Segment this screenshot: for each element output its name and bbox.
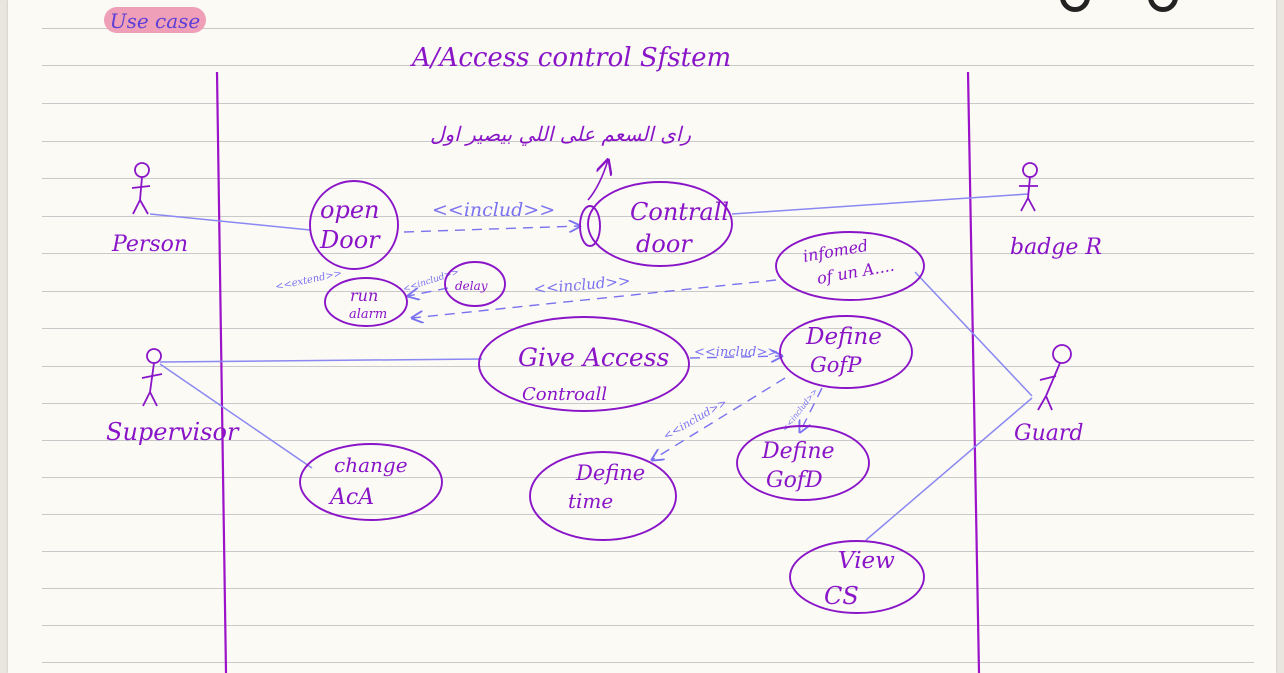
include-open-control-label: <<includ>> (432, 199, 555, 221)
ruled-line (42, 178, 1254, 179)
person-actor-icon (131, 162, 151, 215)
view-cs-line2: CS (824, 582, 859, 610)
use-case-define-time (529, 451, 677, 541)
use-case-informed (775, 231, 925, 301)
include-give-gofp-label: <<includ>> (694, 345, 778, 360)
delay-label: delay (455, 279, 488, 293)
use-case-change-aca (299, 443, 443, 521)
note-arrow (587, 160, 608, 201)
ruled-line (42, 103, 1254, 104)
include-gofd-line (800, 387, 823, 432)
extend-run-alarm-label: <<extend>> (274, 268, 343, 293)
assoc-supervisor-give-access (159, 358, 483, 363)
supervisor-actor-icon (141, 348, 163, 407)
run-alarm-line1: run (350, 286, 378, 305)
ruled-line (42, 216, 1254, 217)
ruled-line (42, 477, 1254, 478)
ruled-line (42, 440, 1254, 441)
assoc-person-open-door (149, 213, 311, 231)
actor-badge-label: badge R (1010, 235, 1102, 260)
actor-person-label: Person (111, 232, 188, 257)
notebook-page: Use case (8, 0, 1276, 673)
give-access-line2: Controall (522, 384, 607, 405)
ruled-line (42, 291, 1254, 292)
control-door-line2: door (636, 230, 693, 258)
system-boundary-right (966, 71, 981, 673)
include-circle-mark (579, 205, 601, 247)
include-open-control-line (403, 226, 580, 233)
define-gofp-line1: Define (805, 324, 882, 350)
use-case-give-access (478, 316, 690, 412)
use-case-view-cs (789, 540, 925, 614)
change-aca-line2: AcA (328, 485, 374, 510)
arabic-note: راى السعم على اللي بيصير اول (430, 122, 691, 146)
ruled-line (42, 28, 1254, 29)
include-give-gofp-line (689, 356, 782, 358)
use-case-delay (444, 261, 506, 307)
assoc-control-door-badge (731, 193, 1029, 215)
open-door-line2: Door (319, 226, 381, 254)
ruled-line (42, 588, 1254, 589)
assoc-supervisor-change-aca (159, 363, 313, 469)
change-aca-line1: change (334, 453, 408, 477)
define-gofp-line2: GofP (810, 353, 862, 377)
ruled-line (42, 403, 1254, 404)
include-delay-line (408, 287, 449, 296)
include-informed-line (412, 279, 777, 318)
define-gofd-line2: GofD (766, 468, 823, 493)
badge-actor-icon (1019, 162, 1038, 212)
ruled-line (42, 514, 1254, 515)
open-door-line1: open (320, 196, 379, 224)
ruled-line (42, 253, 1254, 254)
include-informed-label: <<includ>> (533, 272, 631, 298)
actor-supervisor-label: Supervisor (106, 418, 240, 446)
system-boundary-left (215, 71, 228, 673)
view-cs-line1: View (838, 548, 895, 574)
ruled-line (42, 328, 1254, 329)
actor-guard-label: Guard (1014, 421, 1083, 446)
ruled-line (42, 662, 1254, 663)
ruled-line (42, 366, 1254, 367)
define-time-line1: Define (575, 461, 645, 485)
use-case-control-door (587, 181, 733, 267)
ruled-line (42, 625, 1254, 626)
assoc-informed-guard (914, 271, 1033, 397)
ruled-line (42, 65, 1254, 66)
use-case-define-gofp (779, 315, 913, 389)
ruled-line (42, 551, 1254, 552)
use-case-open-door (309, 180, 399, 270)
use-case-define-gofd (736, 425, 870, 501)
run-alarm-line2: alarm (349, 307, 387, 322)
use-case-tag[interactable]: Use case (104, 7, 206, 33)
control-door-line1: Contrall (630, 198, 729, 226)
include-time-line (652, 377, 786, 460)
ruled-line (42, 141, 1254, 142)
assoc-view-cs-guard (865, 397, 1033, 541)
give-access-line1: Give Access (518, 343, 669, 372)
use-case-run-alarm (324, 277, 408, 327)
define-time-line2: time (568, 489, 613, 513)
diagram-title: A/Access control Sfstem (410, 43, 731, 73)
define-gofd-line1: Define (761, 439, 835, 464)
guard-actor-icon (1037, 344, 1072, 411)
